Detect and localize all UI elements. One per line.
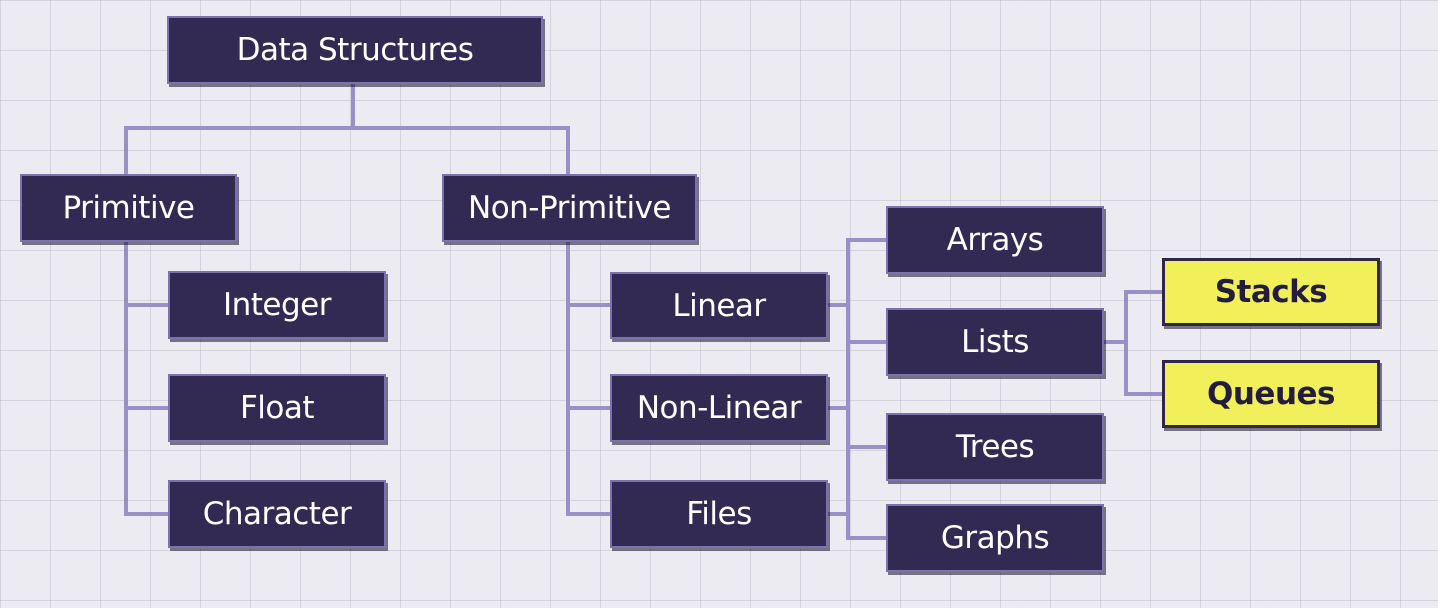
node-non-primitive: Non-Primitive	[442, 174, 697, 242]
node-float: Float	[168, 374, 386, 442]
node-trees: Trees	[886, 413, 1104, 481]
node-data-structures: Data Structures	[167, 16, 543, 84]
node-character: Character	[168, 480, 386, 548]
node-integer: Integer	[168, 271, 386, 339]
node-lists: Lists	[886, 308, 1104, 376]
node-files: Files	[610, 480, 828, 548]
node-stacks: Stacks	[1162, 258, 1380, 326]
node-arrays: Arrays	[886, 206, 1104, 274]
node-linear: Linear	[610, 272, 828, 339]
node-primitive: Primitive	[20, 174, 237, 242]
node-graphs: Graphs	[886, 504, 1104, 572]
node-queues: Queues	[1162, 360, 1380, 428]
node-non-linear: Non-Linear	[610, 374, 828, 442]
